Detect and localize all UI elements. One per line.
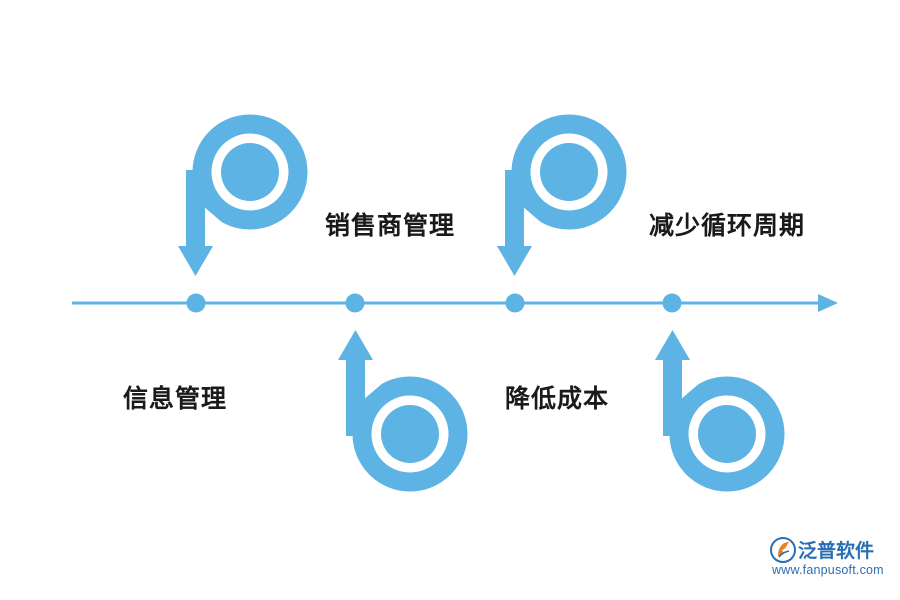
timeline-label-node-4: 减少循环周期: [649, 212, 806, 240]
timeline-label-node-2: 销售商管理: [325, 212, 456, 240]
timeline-label-node-3: 降低成本: [505, 385, 610, 413]
spiral-marker-node-3: [497, 114, 627, 276]
brand-url: www.fanpusoft.com: [772, 563, 884, 577]
brand-name: 泛普软件: [798, 541, 875, 562]
timeline-label-node-1: 信息管理: [123, 385, 228, 413]
spiral-marker-node-2: [338, 330, 468, 492]
spiral-marker-node-1: [178, 114, 308, 276]
timeline-dot-node-2[interactable]: [345, 293, 365, 313]
timeline-dot-node-1[interactable]: [186, 293, 206, 313]
timeline-dot-node-3[interactable]: [505, 293, 525, 313]
brand-logo-icon: [770, 537, 796, 563]
right-arrow-icon: [818, 294, 838, 312]
watermark: 泛普软件 www.fanpusoft.com: [770, 535, 890, 590]
spiral-marker-node-4: [655, 330, 785, 492]
timeline-dot-node-4[interactable]: [662, 293, 682, 313]
